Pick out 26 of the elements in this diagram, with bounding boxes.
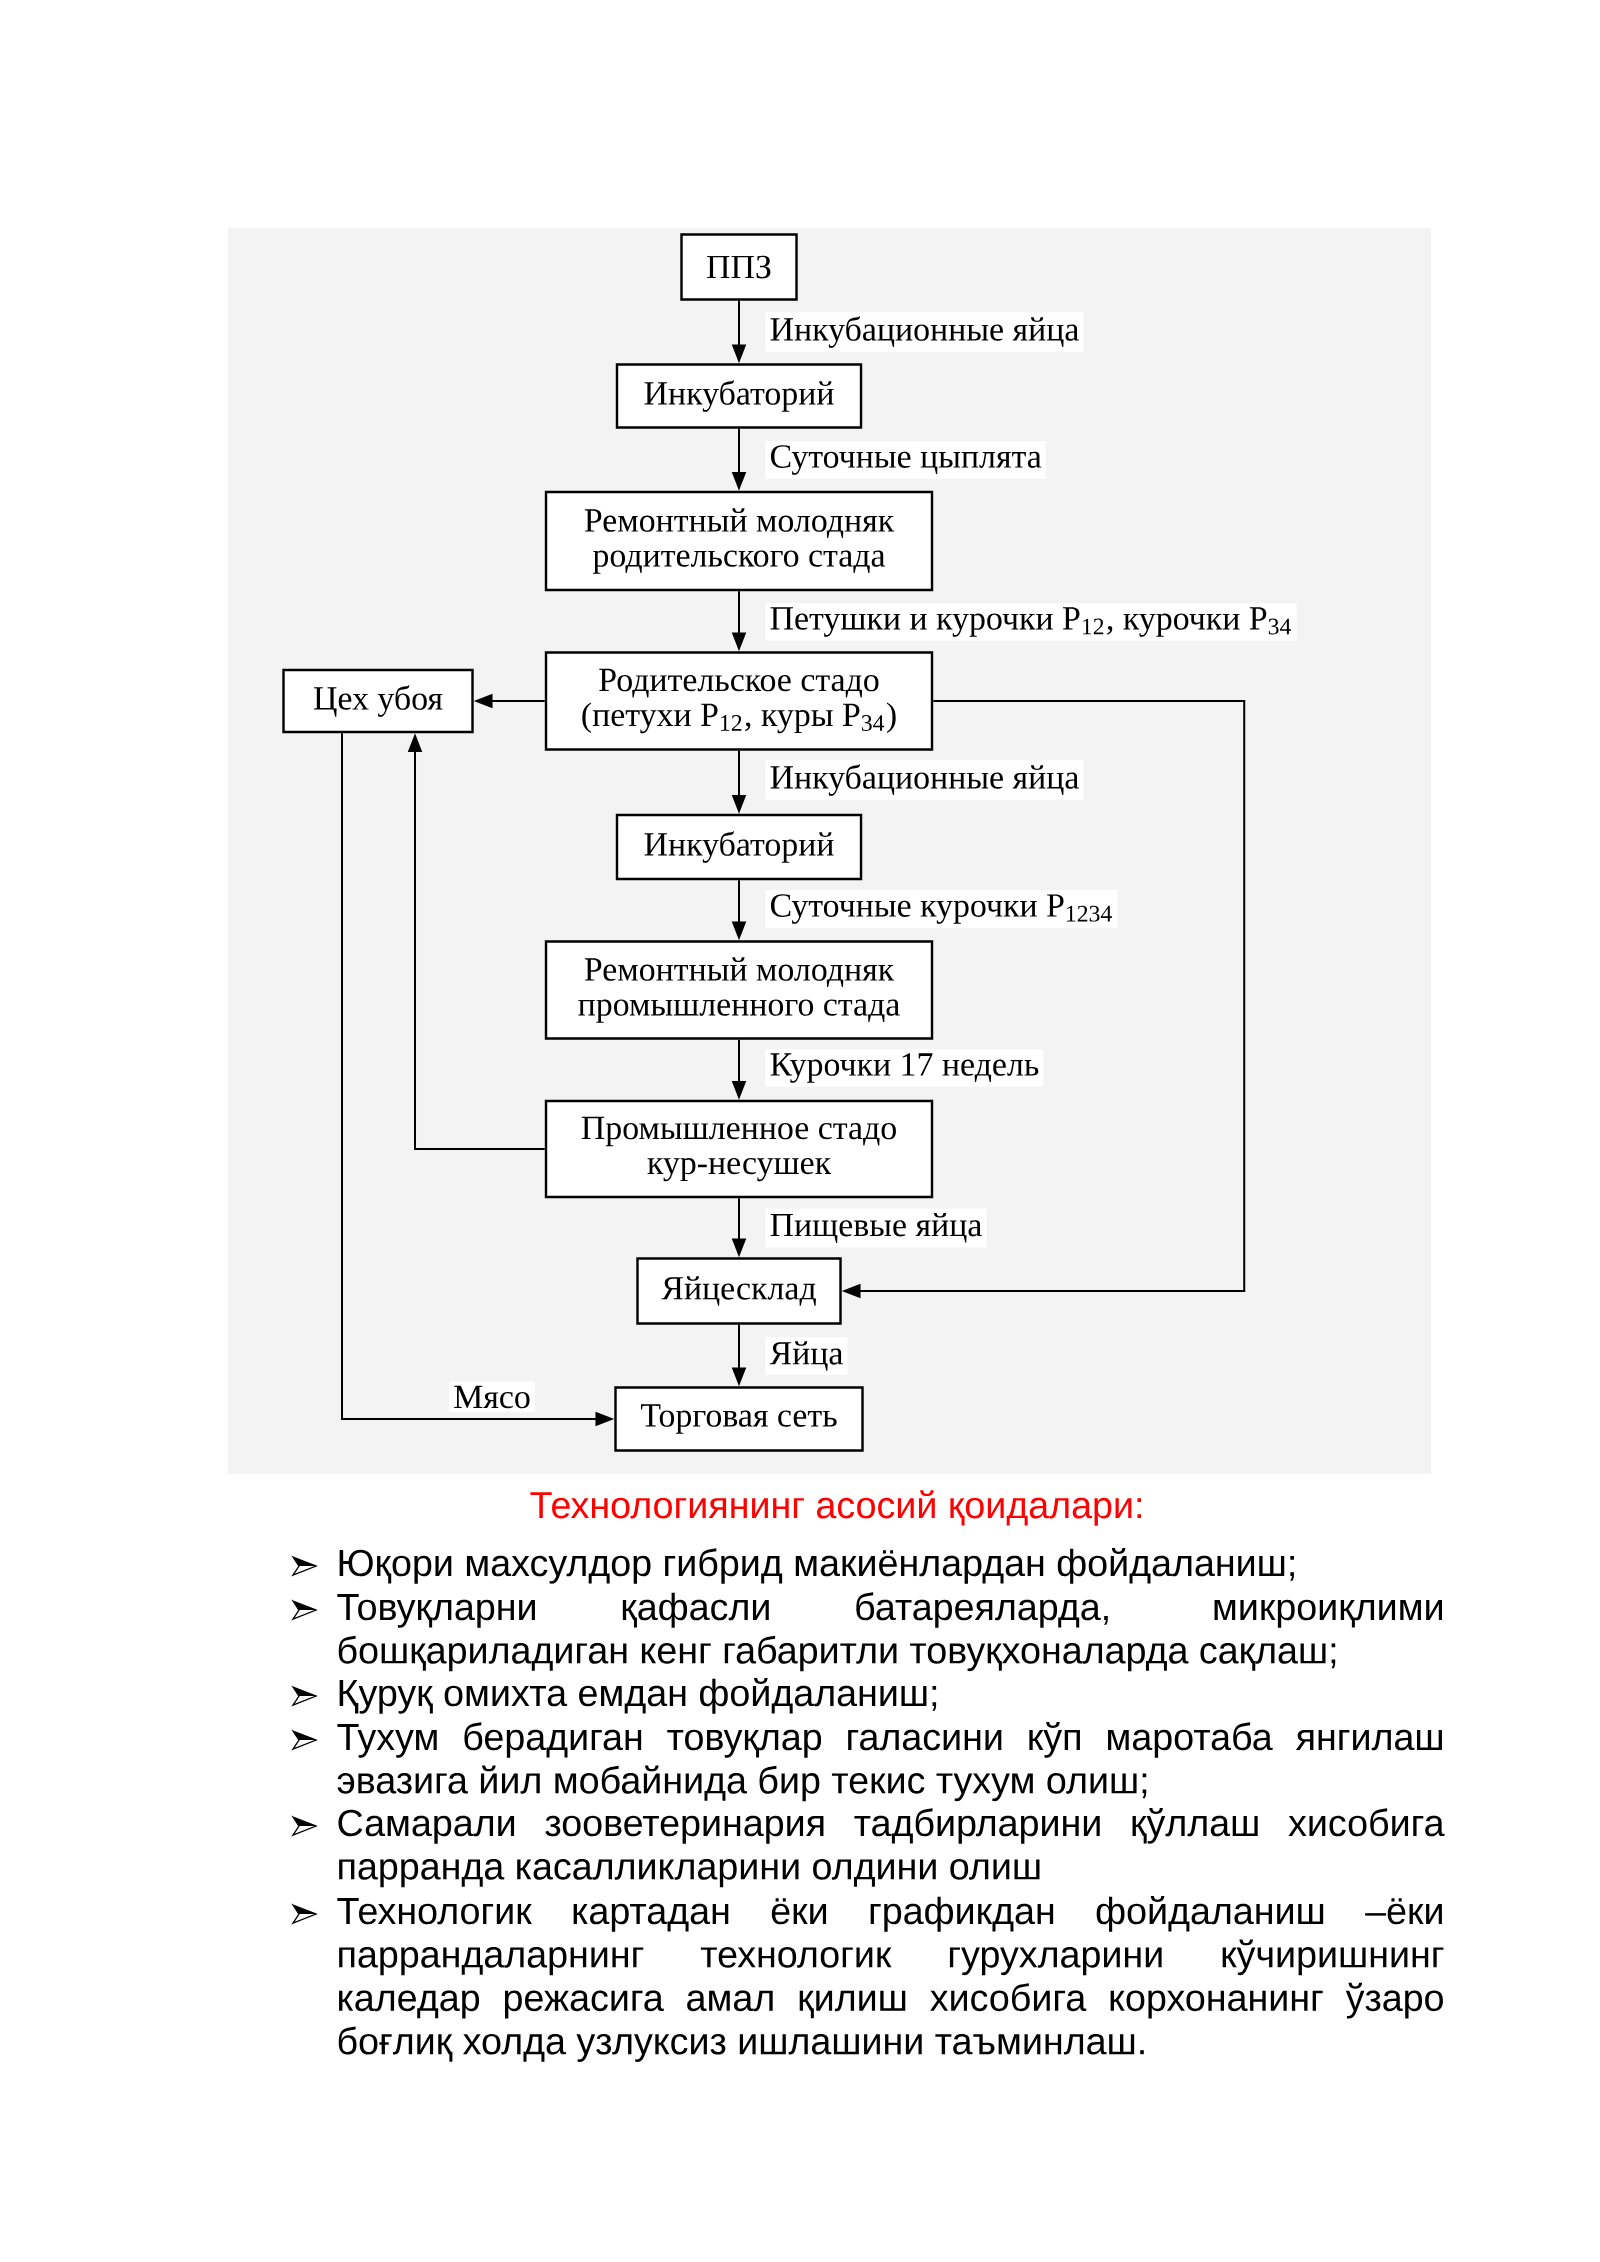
edge-label: Суточные курочки Р$_{1234}$	[765, 890, 1118, 928]
process-box: Ремонтный молодняк промышленного стада	[544, 940, 934, 1040]
edge-label: Инкубационные яйца	[765, 312, 1084, 352]
list-item-text: Юқори махсулдор гибрид макиёнлардан фойдаланиш;	[339, 1548, 1294, 1584]
process-box: Ремонтный молодняк родительского стада	[544, 490, 934, 592]
process-box: Инкубаторий	[615, 813, 863, 881]
process-box: Цех убоя	[282, 668, 474, 734]
list-item-text: Технологик картадан ёки графикдан фойдаланиш –ёки паррандаларнинг технологик гурухларини кўчиришнинг каледар режасига амал қилиш хисобига корхонанинг ўзаро боғлиқ холда узлуксиз ишлашини таъминлаш.	[337, 1896, 1444, 2062]
list-item-text: Товуқларни қафасли батареяларда, микроиқлими бошқариладиган кенг габаритли товуқхоналарда сақлаш;	[337, 1592, 1442, 1672]
edge-label: Инкубационные яйца	[765, 760, 1084, 800]
process-box: Торговая сеть	[614, 1386, 864, 1452]
list-item-text: Қуруқ омихта емдан фойдаланиш;	[339, 1678, 937, 1714]
edge-label: Яйца	[765, 1337, 848, 1375]
process-box: ППЗ	[680, 233, 798, 301]
process-box: Промышленное стадо кур-несушек	[544, 1099, 934, 1199]
edge-label: Курочки 17 недель	[765, 1049, 1044, 1087]
edge-label: Петушки и курочки Р$_{12}$, курочки Р$_{34}$	[765, 603, 1297, 641]
edge-label: Мясо	[449, 1381, 535, 1413]
list-item-text: Самарали зооветеринария тадбирларини қўллаш хисобига парранда касалликларини олдини олиш	[338, 1808, 1445, 1888]
edge-label: Суточные цыплята	[765, 441, 1046, 479]
process-box: Родительское стадо (петухи Р$_{12}$, куры Р$_{34}$)	[544, 651, 934, 751]
process-box: Инкубаторий	[615, 363, 863, 429]
list-item-text: Тухум берадиган товуқлар галасини кўп маротаба янгилаш эвазига йил мобайнида бир текис тухум олиш;	[337, 1722, 1442, 1802]
process-box: Яйцесклад	[636, 1257, 842, 1325]
section-heading: Технологиянинг асосий қоидалари:	[530, 1490, 1141, 1526]
edge-label: Пищевые яйца	[765, 1208, 987, 1248]
